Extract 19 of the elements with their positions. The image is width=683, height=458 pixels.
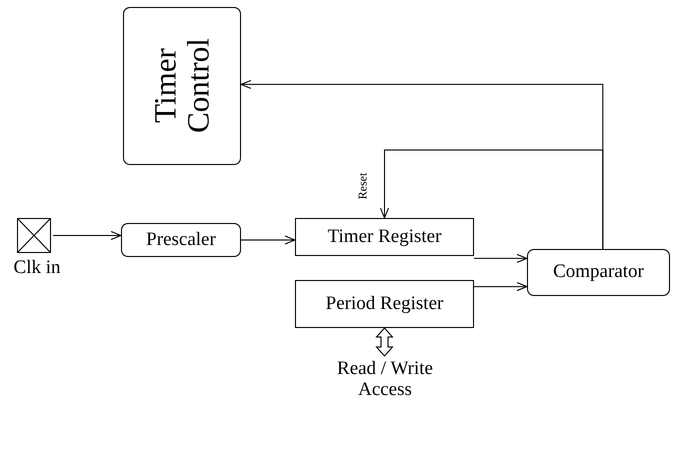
process-box	[295, 280, 474, 328]
box-label: Timer Register	[328, 226, 442, 248]
process-box	[121, 223, 241, 257]
arrow	[240, 236, 296, 244]
arrow	[474, 282, 528, 292]
box-label: Period Register	[326, 294, 444, 314]
box-label: Prescaler	[146, 230, 216, 250]
process-box	[527, 249, 670, 296]
process-box	[295, 218, 474, 256]
box-label: Comparator	[553, 262, 644, 283]
access-label: Read / Write Access	[336, 359, 434, 401]
arrow	[380, 150, 604, 250]
input-label: Clk in	[14, 258, 60, 277]
box-title: Timer Control	[149, 38, 215, 136]
arrow	[52, 231, 122, 240]
control-box	[123, 7, 241, 165]
edge-label: Reset	[356, 172, 368, 200]
arrow	[474, 254, 528, 263]
double-arrow	[375, 327, 394, 357]
